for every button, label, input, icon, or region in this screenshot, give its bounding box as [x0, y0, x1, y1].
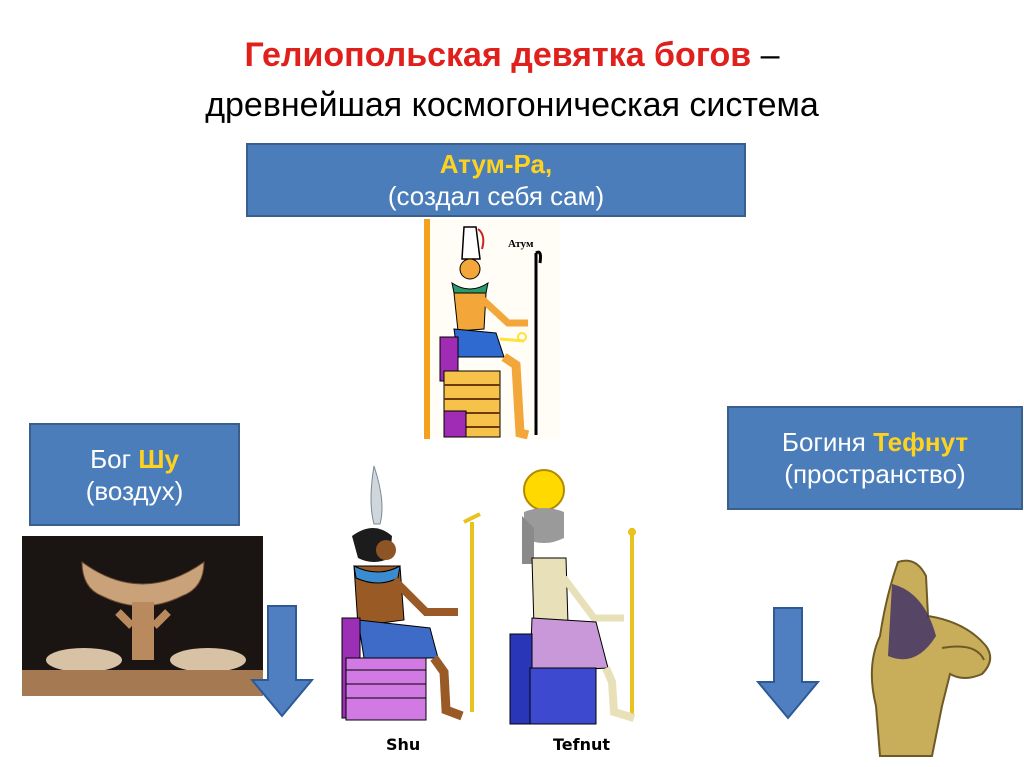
shu-box: Бог Шу (воздух) — [29, 423, 240, 526]
tefnut-figure-icon — [509, 469, 636, 725]
tefnut-name: Тефнут — [873, 427, 969, 457]
shu-figure-icon — [341, 465, 481, 721]
slide-title: Гелиопольская девятка богов – древнейшая… — [0, 30, 1024, 130]
tefnut-desc: (пространство) — [784, 459, 966, 489]
down-arrow-icon — [250, 605, 314, 718]
atum-ra-box: Атум-Ра, (создал себя сам) — [246, 143, 746, 217]
atum-ra-desc: (создал себя сам) — [387, 181, 605, 211]
title-highlight: Гелиопольская девятка богов — [244, 36, 752, 74]
shu-desc: (воздух) — [85, 475, 184, 506]
tefnut-statue-photo — [846, 556, 1004, 762]
tefnut-prefix: Богиня — [781, 427, 874, 457]
shu-caption: Shu — [386, 735, 421, 754]
down-arrow-icon — [756, 607, 820, 720]
shu-prefix: Бог — [90, 443, 139, 474]
tefnut-box: Богиня Тефнут (пространство) — [727, 406, 1023, 510]
atum-ra-name: Атум-Ра, — [439, 149, 553, 179]
atum-figure-icon: Атум — [424, 219, 560, 439]
title-dash: – — [751, 36, 780, 74]
title-subtitle: древнейшая космогоническая система — [205, 86, 819, 124]
tefnut-caption: Tefnut — [553, 735, 611, 754]
atum-image-label: Атум — [508, 238, 534, 250]
shu-statue-photo — [22, 536, 263, 696]
shu-name: Шу — [138, 443, 179, 474]
